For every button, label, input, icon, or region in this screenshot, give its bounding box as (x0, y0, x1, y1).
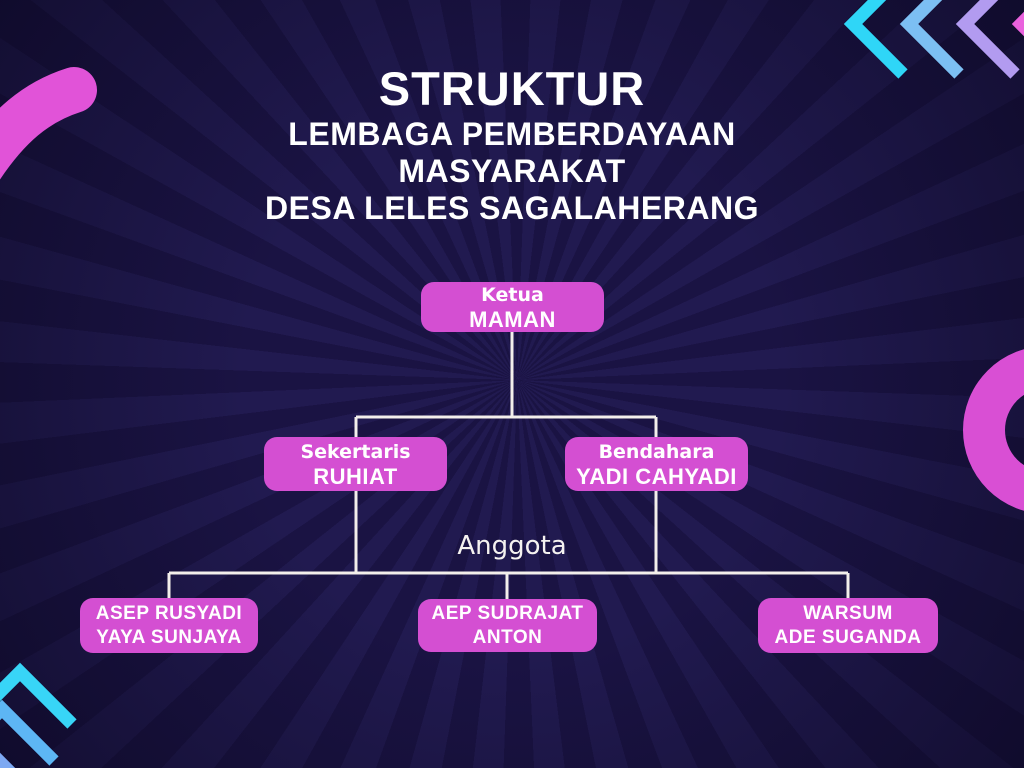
node-anggota-right: WARSUM ADE SUGANDA (758, 598, 938, 653)
anggota-center-name-1: AEP SUDRAJAT (431, 602, 584, 624)
bendahara-role-label: Bendahara (598, 440, 715, 463)
sekertaris-role-label: Sekertaris (300, 440, 411, 463)
ketua-name-label: MAMAN (469, 306, 556, 332)
poster-title: STRUKTUR LEMBAGA PEMBERDAYAAN MASYARAKAT… (0, 62, 1024, 227)
chevron-up-arrows-icon (0, 662, 77, 768)
title-line-1: STRUKTUR (378, 62, 646, 115)
node-anggota-center: AEP SUDRAJAT ANTON (418, 599, 597, 652)
anggota-section-label: Anggota (457, 531, 567, 561)
sekertaris-name-label: RUHIAT (313, 463, 398, 489)
title-line-4: DESA LELES SAGALAHERANG (265, 190, 759, 226)
anggota-left-name-2: YAYA SUNJAYA (96, 626, 242, 648)
node-anggota-left: ASEP RUSYADI YAYA SUNJAYA (80, 598, 258, 653)
node-sekertaris: Sekertaris RUHIAT (264, 437, 447, 491)
anggota-center-name-2: ANTON (472, 626, 543, 648)
title-line-3: MASYARAKAT (398, 153, 626, 189)
anggota-right-name-1: WARSUM (803, 602, 893, 624)
pink-ring-icon (963, 349, 1024, 511)
node-ketua: Ketua MAMAN (421, 282, 604, 332)
bendahara-name-label: YADI CAHYADI (576, 463, 737, 489)
anggota-right-name-2: ADE SUGANDA (774, 626, 922, 648)
title-line-2: LEMBAGA PEMBERDAYAAN (288, 116, 736, 152)
anggota-left-name-1: ASEP RUSYADI (95, 602, 243, 624)
ketua-role-label: Ketua (481, 283, 544, 306)
node-bendahara: Bendahara YADI CAHYADI (565, 437, 748, 491)
